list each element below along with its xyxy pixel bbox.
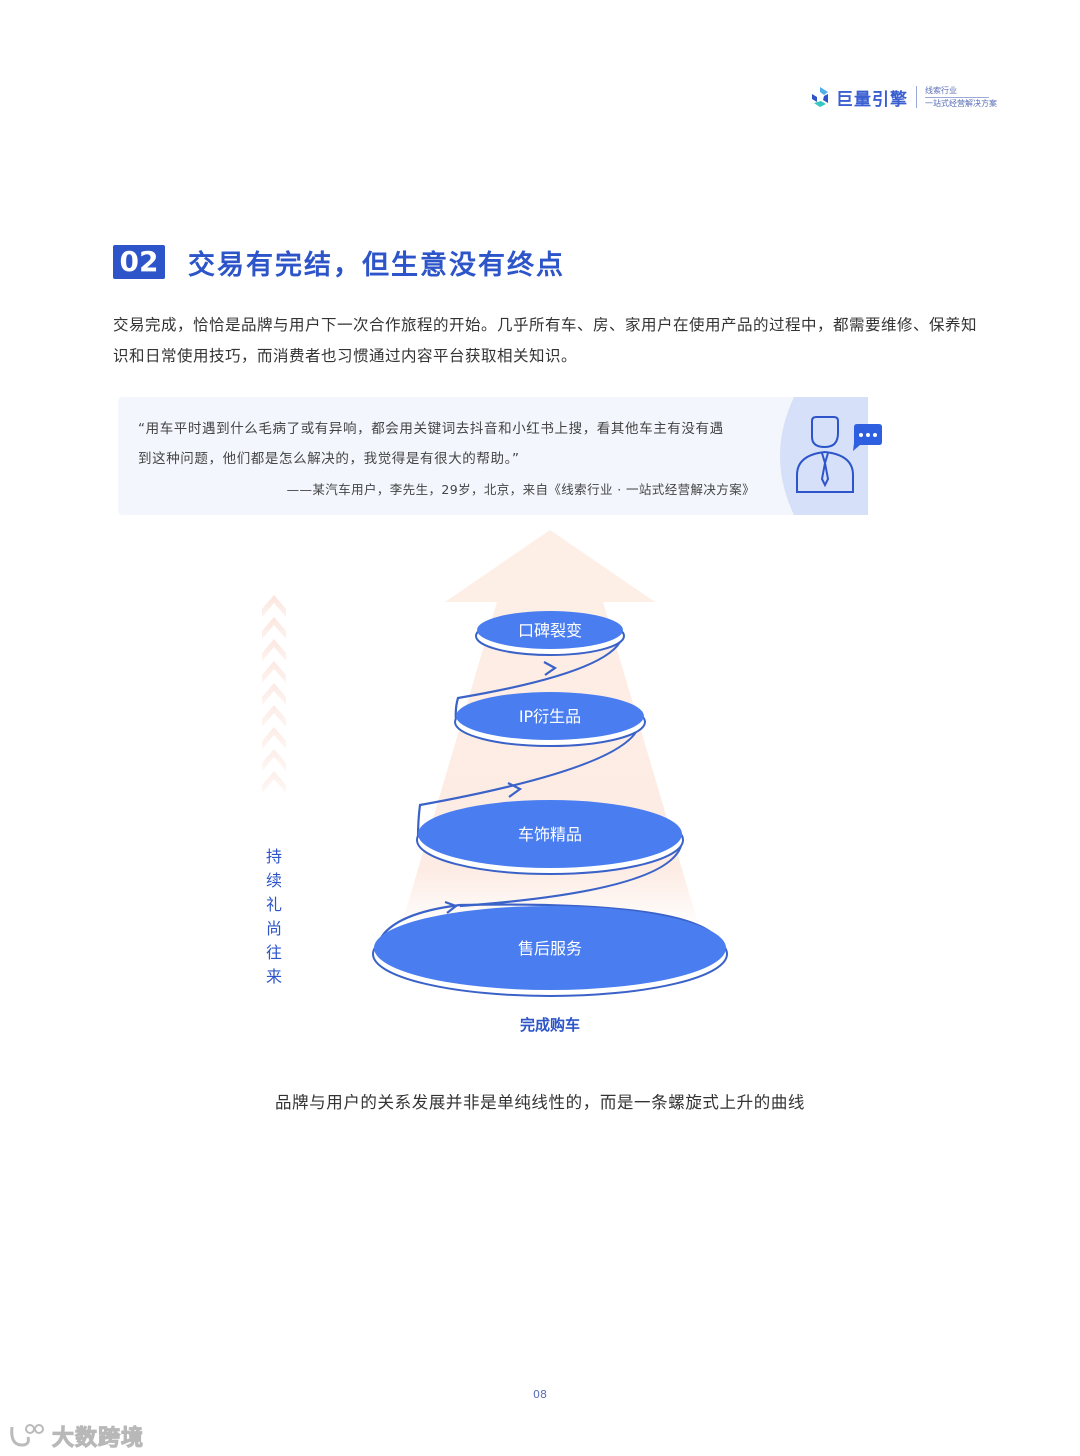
chevron-up-icon: [262, 661, 286, 683]
brand-logo-icon: [812, 87, 828, 107]
side-label-char: 尚: [265, 919, 282, 938]
intro-paragraph: 交易完成，恰恰是品牌与用户下一次合作旅程的开始。几乎所有车、房、家用户在使用产品…: [113, 316, 978, 365]
person-icon: [796, 416, 854, 493]
side-label-char: 持: [265, 847, 282, 866]
spiral-segment-2: [459, 839, 684, 908]
quote-box: [118, 397, 868, 515]
avatar-background: [780, 397, 868, 515]
chevron-up-icon: [262, 771, 286, 793]
watermark: 大数跨境: [8, 1420, 144, 1452]
side-label-char: 往: [265, 943, 282, 962]
quote-text-line1: “用车平时遇到什么毛病了或有异响，都会用关键词去抖音和小红书上搜，看其他车主有没…: [138, 421, 724, 437]
arrowhead-3-icon: [543, 661, 558, 676]
quote-avatar: [772, 397, 892, 515]
brand-subtitle-line2: 一站式经营解决方案: [925, 98, 997, 108]
section-number-badge: 02: [113, 245, 165, 279]
chevron-up-icon: [262, 749, 286, 771]
arrowhead-1-icon: [444, 900, 459, 914]
spiral-level-disc: 口碑裂变: [475, 611, 625, 656]
disc-label: 车饰精品: [518, 825, 582, 844]
spiral-level-disc: IP衍生品: [454, 692, 646, 747]
brand-header: 巨量引擎 线索行业 一站式经营解决方案: [808, 80, 997, 114]
spiral-level-disc: 车饰精品: [416, 800, 684, 875]
disc-label: 口碑裂变: [518, 621, 582, 640]
watermark-text: 大数跨境: [51, 1426, 145, 1452]
disc-top: [456, 692, 644, 740]
chevron-up-icon: [262, 639, 286, 661]
side-label-char: 续: [265, 871, 282, 890]
watermark-logo-icon: [10, 1424, 44, 1447]
diagram-caption: 品牌与用户的关系发展并非是单纯线性的，而是一条螺旋式上升的曲线: [274, 1093, 806, 1112]
side-label-char: 礼: [265, 895, 282, 914]
chevron-up-icon: [262, 683, 286, 705]
disc-label: IP衍生品: [519, 707, 581, 726]
quote-text-line2: 到这种问题，他们都是怎么解决的，我觉得是有很大的帮助。”: [138, 451, 520, 467]
spiral-segment-3: [416, 719, 642, 839]
disc-top: [477, 611, 623, 649]
side-label-char: 来: [265, 967, 282, 986]
spiral-segment-4: [454, 631, 625, 721]
page-number: 08: [533, 1388, 547, 1401]
brand-name: 巨量引擎: [836, 89, 908, 110]
chevron-up-icon: [262, 617, 286, 639]
quote-attribution: ——某汽车用户，李先生，29岁，北京，来自《线索行业 · 一站式经营解决方案》: [286, 482, 755, 497]
disc-top: [418, 800, 682, 868]
chevron-up-icon: [262, 705, 286, 727]
brand-divider: [916, 86, 917, 108]
arrowhead-2-icon: [507, 782, 523, 798]
chevron-stack-icon: [262, 595, 286, 793]
brand-subtitle-line1: 线索行业: [925, 85, 989, 98]
side-label-vertical: 持续礼尚往来: [262, 845, 286, 989]
bottom-label: 完成购车: [519, 1016, 580, 1034]
chat-bubble-icon: [853, 424, 882, 451]
disc-top: [374, 906, 726, 990]
spiral-level-disc: 售后服务: [372, 906, 728, 997]
brand-subtitle: 线索行业 一站式经营解决方案: [925, 85, 997, 110]
disc-label: 售后服务: [518, 939, 582, 958]
chevron-up-icon: [262, 595, 286, 617]
section-title: 交易有完结，但生意没有终点: [188, 250, 565, 281]
chevron-up-icon: [262, 727, 286, 749]
